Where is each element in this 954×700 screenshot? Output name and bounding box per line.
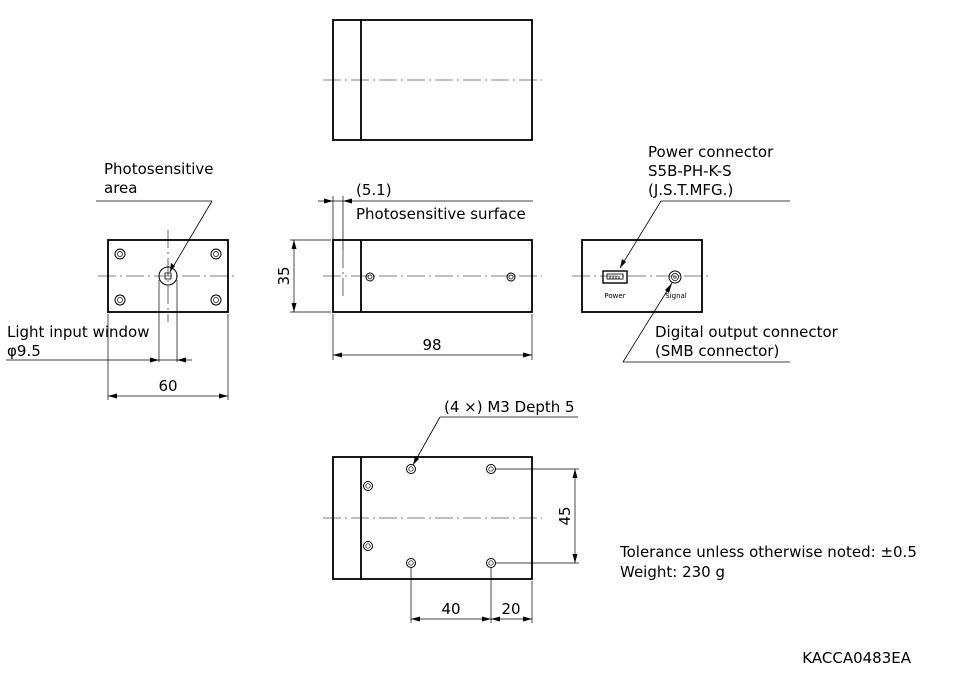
mount-holes-leader [412,416,441,466]
mount-hole-br [486,558,496,568]
signal-leader-arrow [665,283,672,293]
digital-output-label-1: Digital output connector [655,323,839,341]
front-width-arrow-right [219,393,228,399]
mount-holes-arrow [413,456,419,465]
side-length-arrow-right [523,352,532,358]
offset-value: (5.1) [356,181,392,199]
hole-spacing-value: 40 [441,600,460,618]
light-input-window [158,266,178,286]
photosensitive-area-square [164,272,172,280]
side-length-value: 98 [422,336,441,354]
bottom-cap-screw-1 [363,481,373,491]
top-view [323,19,542,141]
light-input-window-label-2: φ9.5 [7,342,41,360]
hole-offset-arrow-left [491,616,500,622]
power-connector-label-1: Power connector [648,143,774,161]
side-screw-2 [506,272,516,282]
mount-hole-bl [406,558,416,568]
mount-holes-label: (4 ×) M3 Depth 5 [444,398,575,416]
mount-hole-tr [486,464,496,474]
signal-leader [622,282,673,363]
bottom-view: (4 ×) M3 Depth 5 45 40 20 [323,398,579,623]
hole-spacing-arrow-right [482,616,491,622]
tolerance-note: Tolerance unless otherwise noted: ±0.5 [619,543,917,561]
power-leader [619,200,662,269]
bottom-height-arrow-top [572,469,578,478]
hole-offset-arrow-right [523,616,532,622]
offset-arrow-left [324,198,333,204]
bottom-height-arrow-bottom [572,554,578,563]
side-view: (5.1) Photosensitive surface 35 98 [275,181,542,360]
light-input-window-label-1: Light input window [7,323,149,341]
window-dim-arrow-left [150,357,159,363]
side-height-arrow-top [291,240,297,249]
drawing-code: KACCA0483EA [802,649,911,667]
offset-arrow-right [343,198,352,204]
power-port-label: Power [604,292,625,300]
digital-output-label-2: (SMB connector) [655,342,779,360]
signal-connector [668,270,682,284]
side-height-arrow-bottom [291,303,297,312]
photosensitive-area-label-2: area [104,179,137,197]
weight-note: Weight: 230 g [620,563,725,581]
front-screw-br [210,294,222,306]
power-connector [602,270,628,284]
photosensitive-area-arrow [170,263,175,272]
side-height-value: 35 [275,266,293,285]
hole-spacing-arrow-left [411,616,420,622]
bottom-cap-screw-2 [363,541,373,551]
bottom-height-value: 45 [556,506,574,525]
photosensitive-area-leader [169,200,213,273]
front-screw-bl [114,294,126,306]
front-width-value: 60 [158,377,177,395]
front-screw-tr [210,248,222,260]
side-screw-1 [365,272,375,282]
front-view: Photosensitive area Light input window φ… [6,160,238,400]
photosensitive-surface-label: Photosensitive surface [356,205,526,223]
front-screw-tl [114,248,126,260]
window-dim-arrow-right [177,357,186,363]
rear-view: Power Signal Power connector S5B-PH-K-S … [572,143,839,363]
power-connector-label-2: S5B-PH-K-S [648,162,732,180]
hole-offset-value: 20 [501,600,520,618]
front-width-arrow-left [108,393,117,399]
signal-port-label: Signal [665,292,687,300]
mount-hole-tl [406,464,416,474]
side-length-arrow-left [333,352,342,358]
power-leader-arrow [620,259,626,268]
photosensitive-area-label-1: Photosensitive [104,160,213,178]
power-connector-label-3: (J.S.T.MFG.) [648,181,733,199]
